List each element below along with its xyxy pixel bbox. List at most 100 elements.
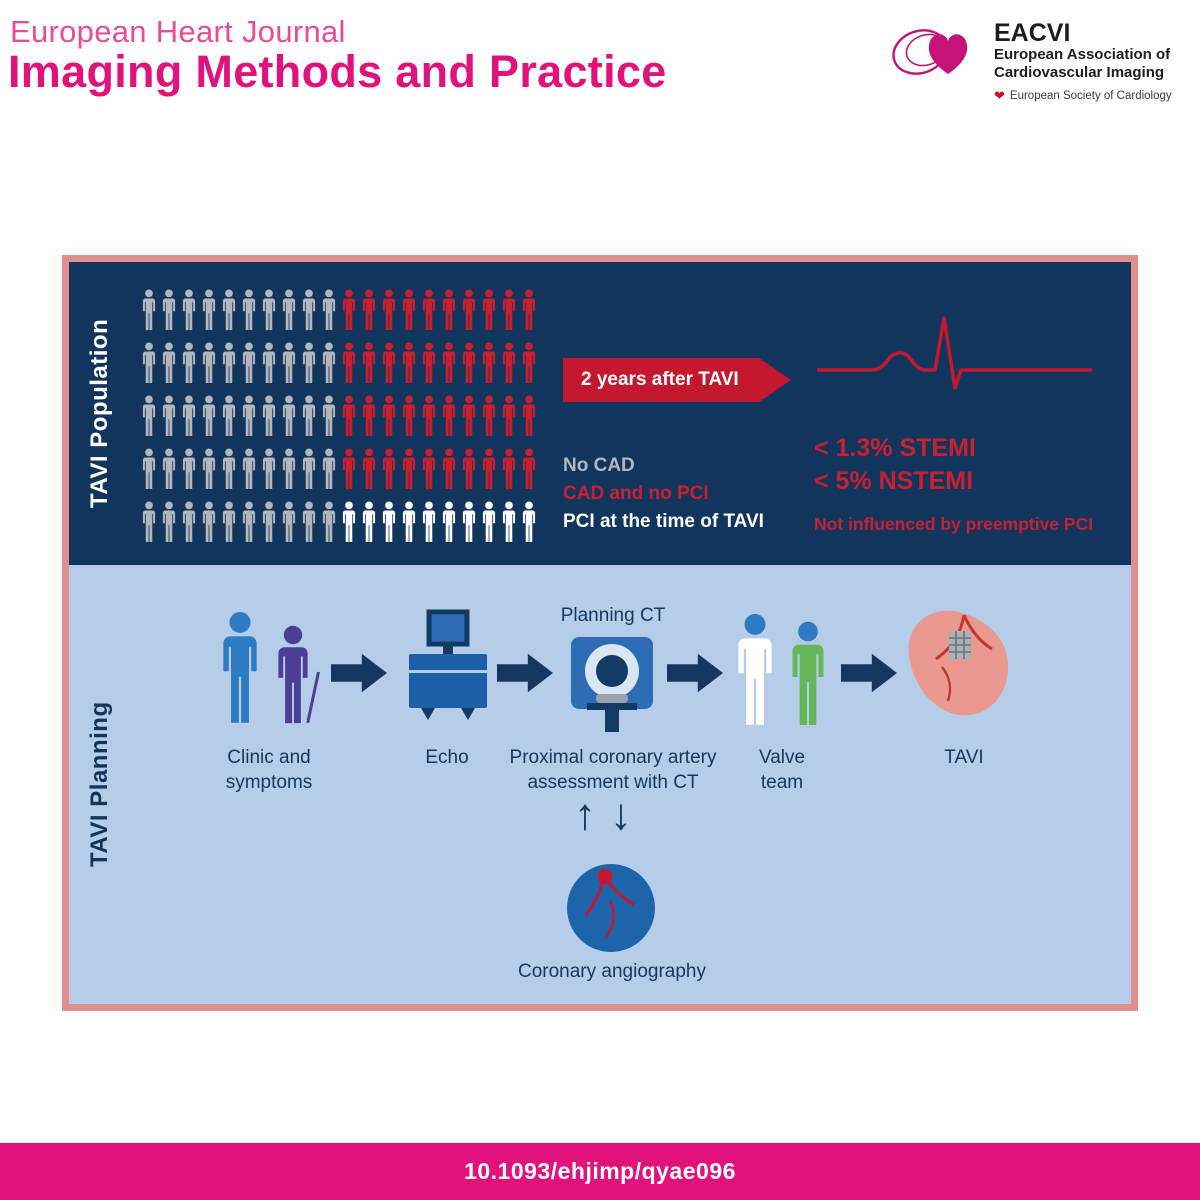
surgeon-icon bbox=[787, 621, 829, 727]
person-icon bbox=[221, 341, 237, 385]
person-icon bbox=[381, 341, 397, 385]
person-icon bbox=[281, 288, 297, 332]
person-icon bbox=[321, 341, 337, 385]
esc-heart-icon: ❤ bbox=[994, 88, 1005, 103]
step-label-ct-assessment: Proximal coronary artery assessment with… bbox=[509, 747, 717, 794]
step-label-echo: Echo bbox=[425, 747, 469, 768]
person-icon bbox=[181, 500, 197, 544]
step-label-valve-team: Valve team bbox=[758, 747, 806, 794]
down-arrow-icon: ↓ bbox=[610, 790, 632, 839]
nstemi-rate: < 5% NSTEMI bbox=[814, 467, 974, 495]
person-icon bbox=[241, 447, 257, 491]
coronary-angiography-icon bbox=[567, 864, 655, 952]
clinic-patients-icon bbox=[217, 611, 320, 725]
valve-team-icons bbox=[733, 613, 829, 727]
person-icon bbox=[481, 394, 497, 438]
person-icon bbox=[461, 394, 477, 438]
person-icon bbox=[301, 341, 317, 385]
person-icon bbox=[341, 500, 357, 544]
esc-label: European Society of Cardiology bbox=[1009, 90, 1172, 102]
person-icon bbox=[281, 341, 297, 385]
person-icon bbox=[361, 394, 377, 438]
person-icon bbox=[181, 447, 197, 491]
person-icon bbox=[261, 341, 277, 385]
person-icon bbox=[241, 394, 257, 438]
person-icon bbox=[421, 447, 437, 491]
person-icon bbox=[321, 447, 337, 491]
person-icon bbox=[341, 447, 357, 491]
person-icon bbox=[381, 394, 397, 438]
person-icon bbox=[201, 447, 217, 491]
person-icon bbox=[241, 500, 257, 544]
logo-org-line1: European Association of bbox=[994, 46, 1171, 63]
person-icon bbox=[141, 394, 157, 438]
person-icon bbox=[141, 500, 157, 544]
legend-no-cad: No CAD bbox=[563, 455, 635, 476]
echo-machine-icon bbox=[409, 609, 487, 720]
population-row bbox=[141, 500, 537, 544]
legend-pci-at-tavi: PCI at the time of TAVI bbox=[563, 511, 764, 532]
person-icon bbox=[461, 500, 477, 544]
person-icon bbox=[401, 341, 417, 385]
person-icon bbox=[421, 394, 437, 438]
flow-arrow-icon bbox=[497, 653, 553, 693]
person-icon bbox=[341, 288, 357, 332]
person-icon bbox=[441, 394, 457, 438]
person-icon bbox=[221, 288, 237, 332]
person-icon bbox=[361, 341, 377, 385]
person-icon bbox=[181, 288, 197, 332]
person-icon bbox=[161, 341, 177, 385]
person-icon bbox=[301, 500, 317, 544]
person-icon bbox=[321, 394, 337, 438]
person-icon bbox=[201, 500, 217, 544]
ecg-icon bbox=[817, 316, 1092, 390]
planning-section: TAVI Planning bbox=[69, 565, 1131, 1004]
person-icon bbox=[501, 394, 517, 438]
person-icon bbox=[441, 341, 457, 385]
population-row bbox=[141, 341, 537, 385]
person-icon bbox=[161, 394, 177, 438]
person-icon bbox=[321, 288, 337, 332]
flow-arrow-icon bbox=[841, 653, 897, 693]
person-icon bbox=[261, 288, 277, 332]
person-icon bbox=[361, 447, 377, 491]
esc-line: ❤ European Society of Cardiology bbox=[994, 88, 1172, 103]
person-icon bbox=[301, 394, 317, 438]
person-icon bbox=[161, 500, 177, 544]
banner-label: 2 years after TAVI bbox=[581, 369, 739, 390]
person-icon bbox=[201, 341, 217, 385]
person-icon bbox=[261, 500, 277, 544]
person-icon bbox=[521, 447, 537, 491]
person-icon bbox=[421, 341, 437, 385]
person-icon bbox=[501, 341, 517, 385]
person-icon bbox=[381, 447, 397, 491]
person-icon bbox=[221, 500, 237, 544]
footer-bar: 10.1093/ehjimp/qyae096 bbox=[0, 1143, 1200, 1200]
outcomes: < 1.3% STEMI < 5% NSTEMI Not influenced … bbox=[814, 432, 1093, 535]
step-label-clinic: Clinic and symptoms bbox=[225, 747, 313, 794]
population-row bbox=[141, 394, 537, 438]
person-icon bbox=[521, 288, 537, 332]
person-icon bbox=[261, 447, 277, 491]
population-row bbox=[141, 447, 537, 491]
up-arrow-icon: ↑ bbox=[574, 790, 596, 839]
person-icon bbox=[441, 447, 457, 491]
population-row bbox=[141, 288, 537, 332]
person-icon bbox=[281, 394, 297, 438]
person-icon bbox=[181, 341, 197, 385]
person-icon bbox=[441, 500, 457, 544]
person-icon bbox=[341, 394, 357, 438]
eacvi-logo-text: EACVI European Association of Cardiovasc… bbox=[994, 20, 1172, 102]
eacvi-heart-icon bbox=[886, 20, 982, 84]
flow-arrow-icon bbox=[667, 653, 723, 693]
updown-arrows: ↑ ↓ bbox=[574, 793, 632, 837]
person-icon bbox=[401, 288, 417, 332]
person-icon bbox=[361, 500, 377, 544]
banner-arrow: 2 years after TAVI bbox=[563, 358, 791, 402]
eacvi-logo: EACVI European Association of Cardiovasc… bbox=[886, 20, 1172, 102]
planning-section-label: TAVI Planning bbox=[86, 701, 113, 868]
person-icon bbox=[521, 394, 537, 438]
person-icon bbox=[281, 500, 297, 544]
person-icon bbox=[141, 341, 157, 385]
person-icon bbox=[361, 288, 377, 332]
